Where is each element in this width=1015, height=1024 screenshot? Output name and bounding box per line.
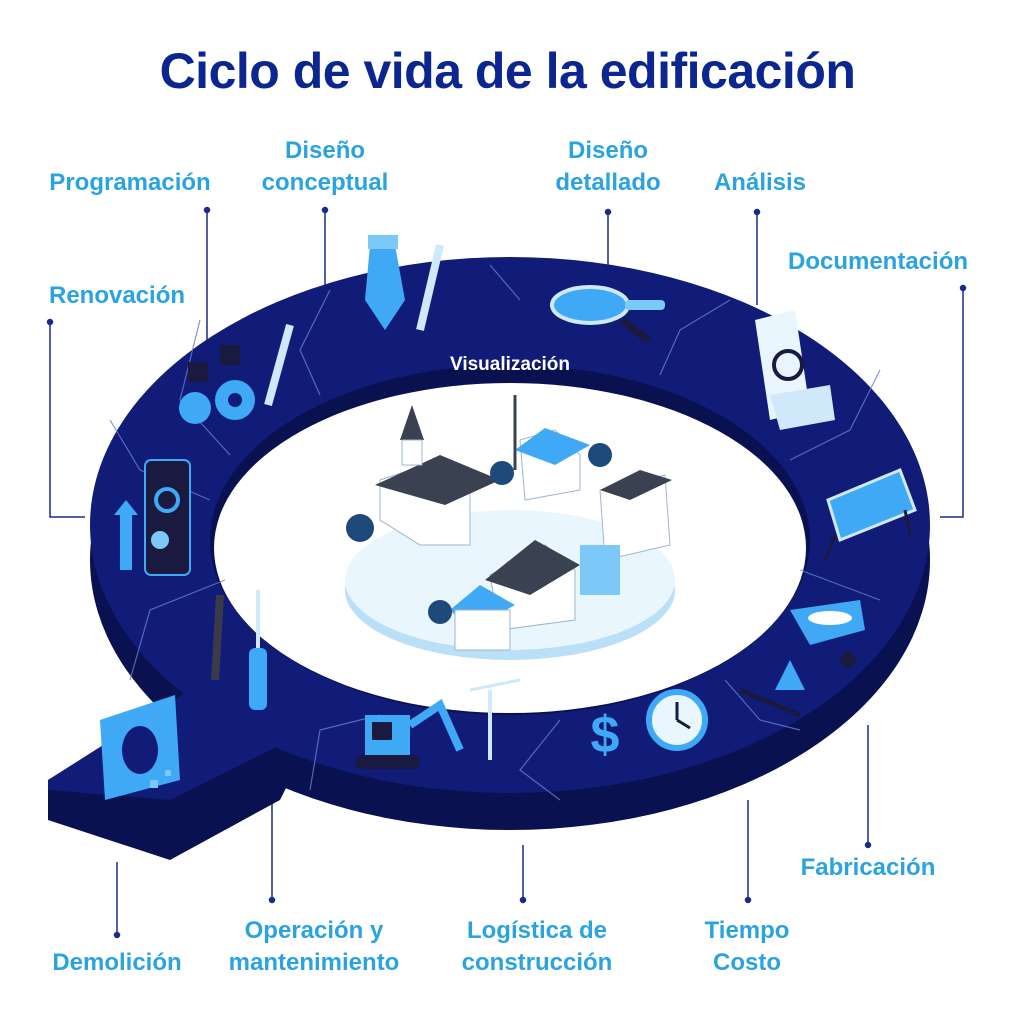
label-line: mantenimiento — [228, 949, 400, 976]
label-diseno-detallado: Diseño detallado — [555, 135, 660, 199]
magnifier-icon — [550, 285, 665, 344]
label-tiempo-costo: Tiempo Costo — [705, 915, 790, 979]
tools-icon — [211, 590, 267, 710]
town-illustration — [345, 395, 675, 660]
label-analisis: Análisis — [713, 169, 807, 196]
clock-icon — [646, 689, 708, 751]
label-documentacion: Documentación — [787, 248, 969, 275]
label-line: Operación y — [244, 917, 384, 944]
label-fabricacion: Fabricación — [800, 854, 936, 881]
page-title: Ciclo de vida de la edificación — [159, 43, 856, 99]
label-line: Diseño — [567, 137, 649, 164]
center-label: Visualización — [450, 354, 570, 375]
ring-base — [48, 257, 930, 860]
presentation-board-icon — [823, 468, 917, 561]
label-line: construcción — [461, 949, 613, 976]
label-line: conceptual — [261, 169, 389, 196]
pen-tool-icon — [365, 235, 444, 331]
segment-dividers — [109, 264, 881, 801]
label-line: Diseño — [284, 137, 366, 164]
label-line: Costo — [713, 949, 781, 976]
label-renovacion: Renovación — [48, 282, 186, 309]
wheelbarrow-icon — [739, 600, 865, 718]
label-line: detallado — [555, 169, 661, 196]
label-line: Tiempo — [704, 917, 790, 944]
label-logistica: Logística de construcción — [462, 915, 613, 979]
gears-pencil-icon — [179, 323, 294, 424]
label-demolicion: Demolición — [52, 949, 182, 976]
demolition-wall-icon — [100, 695, 180, 800]
report-clipboard-icon — [755, 310, 835, 430]
dollar-icon: $ — [591, 706, 620, 764]
leader-lines — [46, 206, 967, 939]
excavator-icon — [355, 678, 521, 769]
tablet-gears-icon — [114, 459, 191, 576]
label-operacion: Operación y mantenimiento — [229, 915, 400, 979]
label-line: Logística de — [466, 917, 608, 944]
label-programacion: Programación — [49, 169, 211, 196]
label-diseno-conceptual: Diseño conceptual — [262, 135, 389, 199]
